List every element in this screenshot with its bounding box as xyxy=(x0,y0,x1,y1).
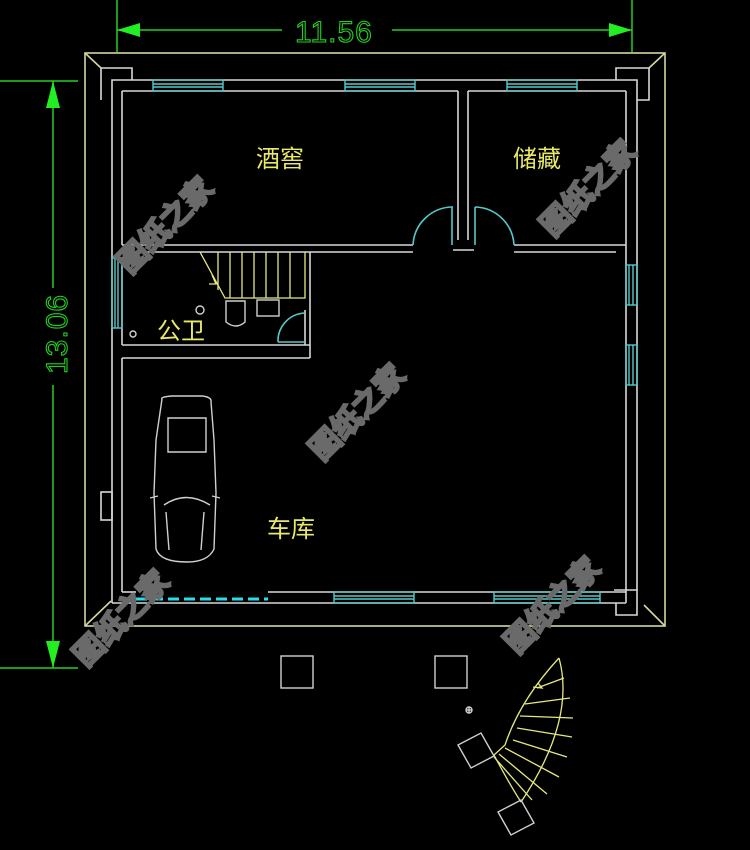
arrow-left-icon xyxy=(117,23,140,37)
window-top-3 xyxy=(506,79,578,92)
window-top-1 xyxy=(152,79,224,92)
height-dimension: 13.06 xyxy=(0,80,78,669)
door-toilet xyxy=(277,312,306,343)
pier-stair-1 xyxy=(457,732,495,769)
arrow-down-icon xyxy=(46,641,60,668)
window-top-2 xyxy=(344,79,416,92)
curved-stair xyxy=(457,657,574,836)
height-label: 13.06 xyxy=(41,294,74,374)
survey-mark-icon xyxy=(465,706,473,714)
interior-stair xyxy=(199,251,306,299)
floor-drain xyxy=(129,330,137,338)
room-label-public-toilet: 公卫 xyxy=(157,317,205,345)
doors xyxy=(277,206,515,343)
watermark: 图纸之家 xyxy=(303,358,413,468)
wash-basin xyxy=(256,299,280,317)
car-icon xyxy=(149,395,221,563)
width-label: 11.56 xyxy=(295,16,373,49)
arrow-up-icon xyxy=(46,81,60,108)
toilet-bowl xyxy=(225,300,246,327)
pier-stair-2 xyxy=(497,799,535,836)
room-label-wine-cellar: 酒窖 xyxy=(256,145,304,173)
watermark: 图纸之家 xyxy=(498,551,608,661)
window-left xyxy=(111,257,123,329)
width-dimension: 11.56 xyxy=(116,0,633,52)
windows xyxy=(111,79,638,604)
window-bottom-1 xyxy=(333,591,415,604)
window-bottom-2 xyxy=(493,591,601,604)
door-wine-cellar xyxy=(412,206,454,246)
room-label-storage: 储藏 xyxy=(513,145,561,173)
window-right-1 xyxy=(625,264,638,306)
arrow-right-icon xyxy=(609,23,632,37)
outer-boundary xyxy=(84,52,666,627)
room-label-garage: 车库 xyxy=(267,515,315,543)
toilet-fixtures xyxy=(129,299,280,338)
interior-walls xyxy=(122,91,626,359)
door-storage xyxy=(474,206,515,246)
pier-right xyxy=(434,655,468,689)
pier-left xyxy=(280,655,314,689)
window-right-2 xyxy=(625,344,638,386)
watermark: 图纸之家 xyxy=(111,171,221,281)
